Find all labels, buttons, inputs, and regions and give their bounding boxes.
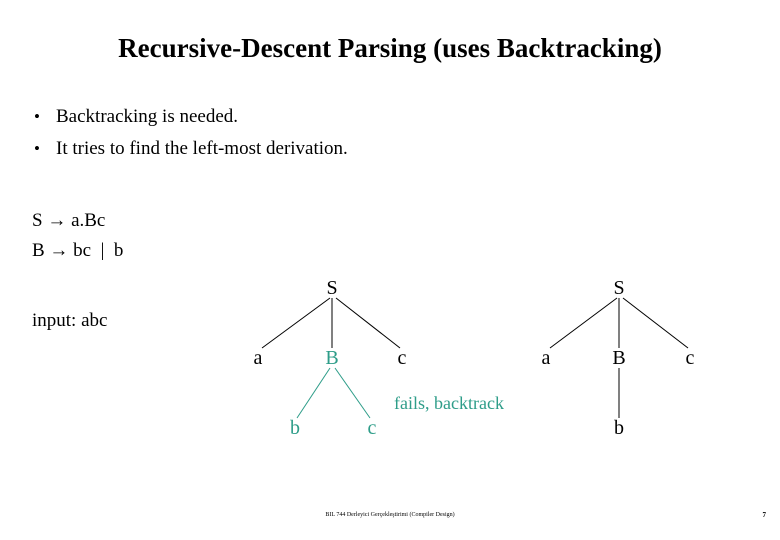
grammar-rules: S → a.Bc B → bc | b (32, 206, 123, 266)
tree-edge (334, 367, 371, 419)
tree-node-b2: b (614, 417, 624, 439)
page-number: 7 (762, 511, 767, 519)
tree-node-a: a (253, 347, 263, 369)
page-title: Recursive-Descent Parsing (uses Backtrac… (118, 33, 662, 63)
tree-node-b2: b (290, 417, 300, 439)
tree-node-s: S (326, 277, 338, 299)
list-item: • Backtracking is needed. (34, 101, 634, 133)
input-string-label: input: abc (32, 310, 108, 331)
bullet-text: Backtracking is needed. (56, 106, 239, 127)
tree-node-b1: B (325, 347, 339, 369)
slide-footer: BIL 744 Derleyici Gerçekleştirimi (Compi… (325, 512, 455, 518)
tree-edge (549, 297, 618, 349)
tree-node-a: a (541, 347, 551, 369)
tree-edge (296, 367, 331, 419)
tree-edge (622, 297, 689, 349)
bullet-icon: • (34, 139, 40, 158)
tree-edge (335, 297, 401, 349)
backtrack-annotation: fails, backtrack (394, 393, 504, 413)
grammar-rule-s: S → a.Bc (32, 210, 106, 231)
bullet-text: It tries to find the left-most derivatio… (56, 138, 348, 159)
bullet-icon: • (34, 107, 40, 126)
tree-node-c1: c (397, 347, 407, 369)
tree-edge (261, 297, 331, 349)
tree-node-b1: B (612, 347, 626, 369)
tree-node-c2: c (367, 417, 377, 439)
bullet-list: • Backtracking is needed. • It tries to … (34, 101, 634, 165)
tree-node-c1: c (685, 347, 695, 369)
list-item: • It tries to find the left-most derivat… (34, 133, 634, 165)
tree-node-s: S (613, 277, 625, 299)
grammar-rule-b: B → bc | b (32, 240, 124, 261)
